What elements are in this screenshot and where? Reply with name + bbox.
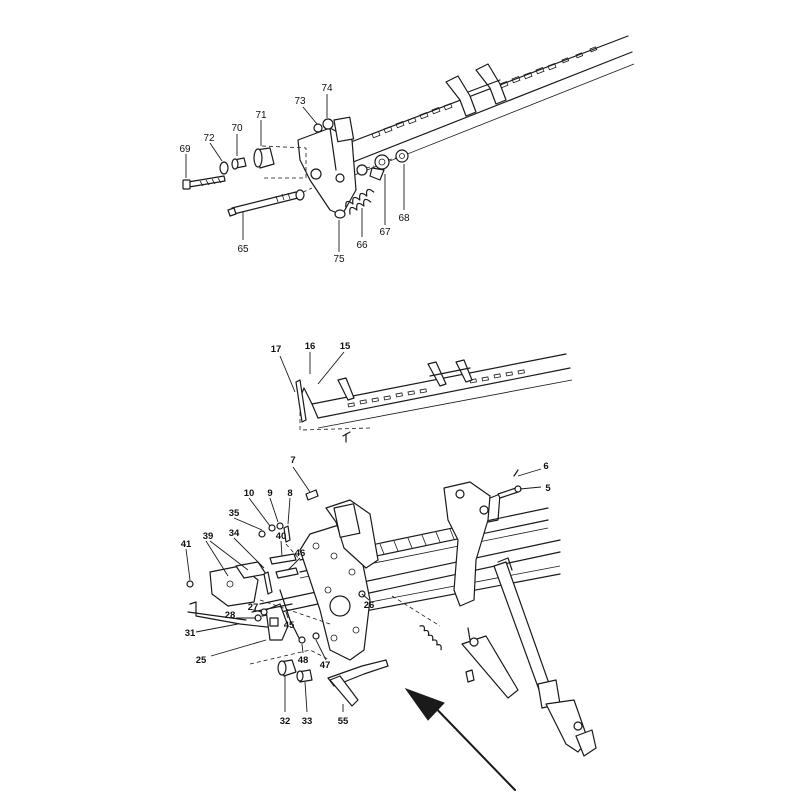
part-74b-nut	[356, 164, 368, 176]
middle-callout-labels: 17 16 15	[271, 341, 351, 355]
part-74-nut	[322, 118, 334, 130]
main-mount-plate	[299, 499, 379, 661]
part-45-link	[279, 589, 301, 641]
callout-31: 31	[185, 628, 196, 639]
direction-arrow	[404, 687, 516, 791]
part-69-bolt	[182, 175, 226, 190]
part-32-bushing	[277, 659, 297, 677]
callout-41: 41	[181, 539, 192, 550]
part-7-bolt	[305, 489, 319, 501]
part-34-pin	[263, 571, 273, 595]
callout-28: 28	[225, 610, 236, 621]
part-68-nut	[395, 149, 409, 163]
callout-47: 47	[320, 660, 331, 671]
callout-35: 35	[229, 508, 240, 519]
callout-9: 9	[267, 488, 272, 499]
callout-26: 26	[364, 600, 375, 611]
callout-34: 34	[229, 528, 240, 539]
lower-link-arm	[461, 627, 519, 699]
bottom-callout-labels: 7 6 5 10 9 8 35 34 39 40 41 46 26 28 27 …	[181, 455, 552, 727]
pivot-plate-right	[443, 481, 501, 607]
callout-8: 8	[287, 488, 292, 499]
callout-40: 40	[276, 531, 287, 542]
part-41-nut	[186, 580, 194, 588]
callout-73: 73	[294, 96, 306, 107]
top-callout-labels: 69 72 70 71 73 74 65 75 66 67 68	[179, 83, 410, 265]
top-bracket-plate	[297, 116, 357, 216]
callout-71: 71	[255, 110, 267, 121]
callout-6: 6	[543, 461, 548, 472]
callout-32: 32	[280, 716, 291, 727]
part-65-pin	[227, 189, 305, 217]
callout-46: 46	[295, 548, 306, 559]
part-47-nut	[312, 632, 320, 640]
top-assembly	[182, 35, 635, 252]
callout-45: 45	[284, 620, 295, 631]
callout-39: 39	[203, 531, 214, 542]
callout-16: 16	[305, 341, 316, 352]
callout-17: 17	[271, 344, 282, 355]
callout-25: 25	[196, 655, 207, 666]
callout-74: 74	[321, 83, 333, 94]
callout-33: 33	[302, 716, 313, 727]
part-35-nut	[258, 530, 266, 538]
part-8-pin	[283, 525, 291, 543]
callout-69: 69	[179, 144, 191, 155]
callout-15: 15	[340, 341, 351, 352]
part-73-nut	[313, 123, 323, 133]
callout-68: 68	[398, 213, 410, 224]
callout-48: 48	[298, 655, 309, 666]
middle-assembly	[279, 351, 573, 443]
part-75-washer	[334, 209, 346, 219]
part-40-bolt	[269, 553, 297, 565]
part-39-plate	[209, 561, 267, 607]
callout-10: 10	[244, 488, 255, 499]
part-55-lever	[327, 659, 389, 707]
top-link-rod	[493, 557, 597, 757]
part-31-rod	[189, 601, 277, 629]
top-rail	[329, 35, 635, 181]
callout-65: 65	[237, 244, 249, 255]
bottom-assembly	[185, 466, 597, 791]
callout-66: 66	[356, 240, 368, 251]
callout-55: 55	[338, 716, 349, 727]
part-33-pin	[296, 669, 313, 683]
callout-7: 7	[290, 455, 295, 466]
part-72-washer	[219, 161, 229, 175]
part-46-bolt	[275, 567, 299, 579]
part-9-nut	[276, 522, 284, 530]
part-71-spacer	[253, 147, 275, 169]
spring-right	[419, 625, 442, 651]
part-5-pin	[497, 485, 522, 499]
part-6-cotter	[513, 469, 519, 477]
part-66-spring	[345, 188, 375, 215]
part-10-nut	[268, 524, 276, 532]
callout-5: 5	[545, 483, 551, 494]
callout-70: 70	[231, 123, 243, 134]
callout-72: 72	[203, 133, 215, 144]
callout-67: 67	[379, 227, 391, 238]
part-67-cam	[369, 154, 390, 181]
part-48-nut	[298, 636, 306, 644]
callout-27: 27	[248, 602, 259, 613]
part-70-bushing	[231, 157, 247, 170]
part-25-bracket	[265, 603, 289, 641]
callout-75: 75	[333, 254, 345, 265]
